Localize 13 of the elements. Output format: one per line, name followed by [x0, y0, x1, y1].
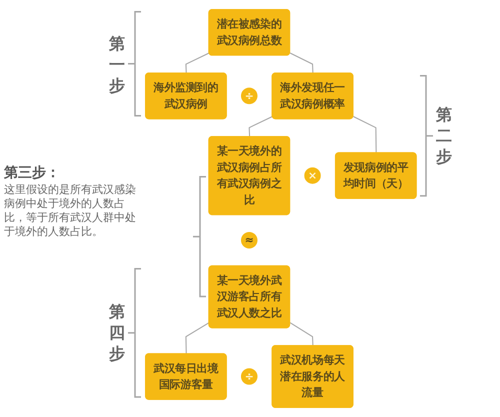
note-text: 这里假设的是所有武汉感染病例中处于境外的人数占比，等于所有武汉人群中处于境外的人数占比。 — [4, 182, 137, 239]
step-heading: 第三步： — [4, 164, 60, 182]
node-circle: × — [304, 167, 321, 184]
node-circle: ÷ — [241, 88, 258, 104]
node-circle: ÷ — [241, 368, 258, 385]
connector — [186, 52, 210, 74]
step-label: 第二步 — [435, 104, 452, 168]
connector — [290, 52, 314, 74]
step-label: 第一步 — [108, 32, 126, 96]
step-label: 第四步 — [108, 301, 126, 364]
connector — [248, 116, 273, 137]
connector — [290, 322, 314, 346]
node-circle: ≈ — [241, 232, 258, 248]
